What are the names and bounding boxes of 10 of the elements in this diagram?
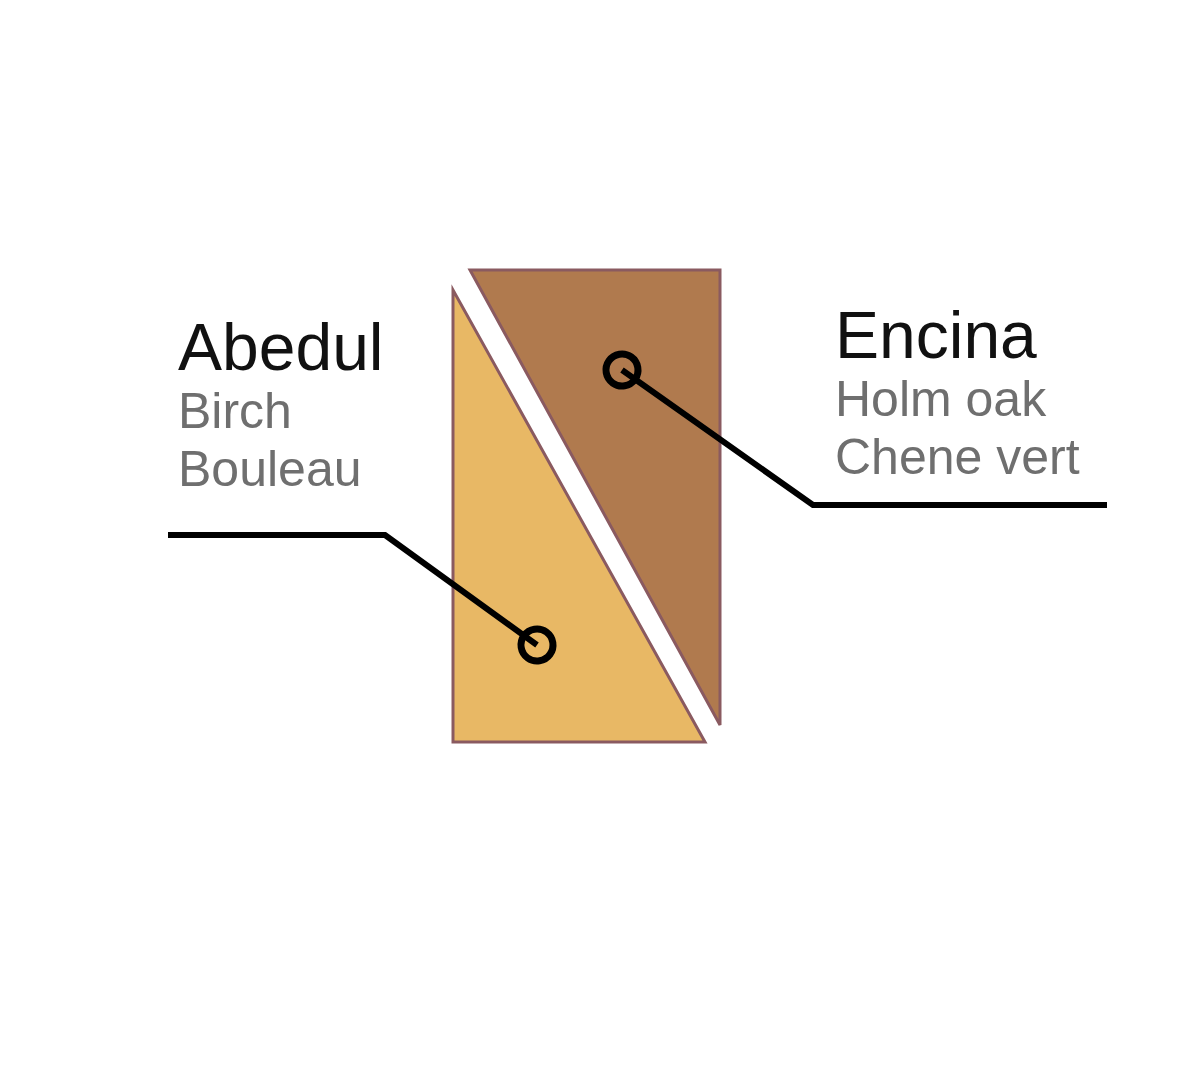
wood-triangle <box>467 268 722 727</box>
name-heading: Encina <box>835 300 1037 370</box>
name-translation: Holm oak <box>835 370 1047 428</box>
name-translation: Chene vert <box>835 428 1080 486</box>
leader-line <box>168 532 557 665</box>
wood-triangle <box>451 284 708 744</box>
leader-line <box>602 350 1107 508</box>
name-translation: Bouleau <box>178 440 362 498</box>
name-translation: Birch <box>178 382 292 440</box>
name-heading: Abedul <box>178 312 384 382</box>
